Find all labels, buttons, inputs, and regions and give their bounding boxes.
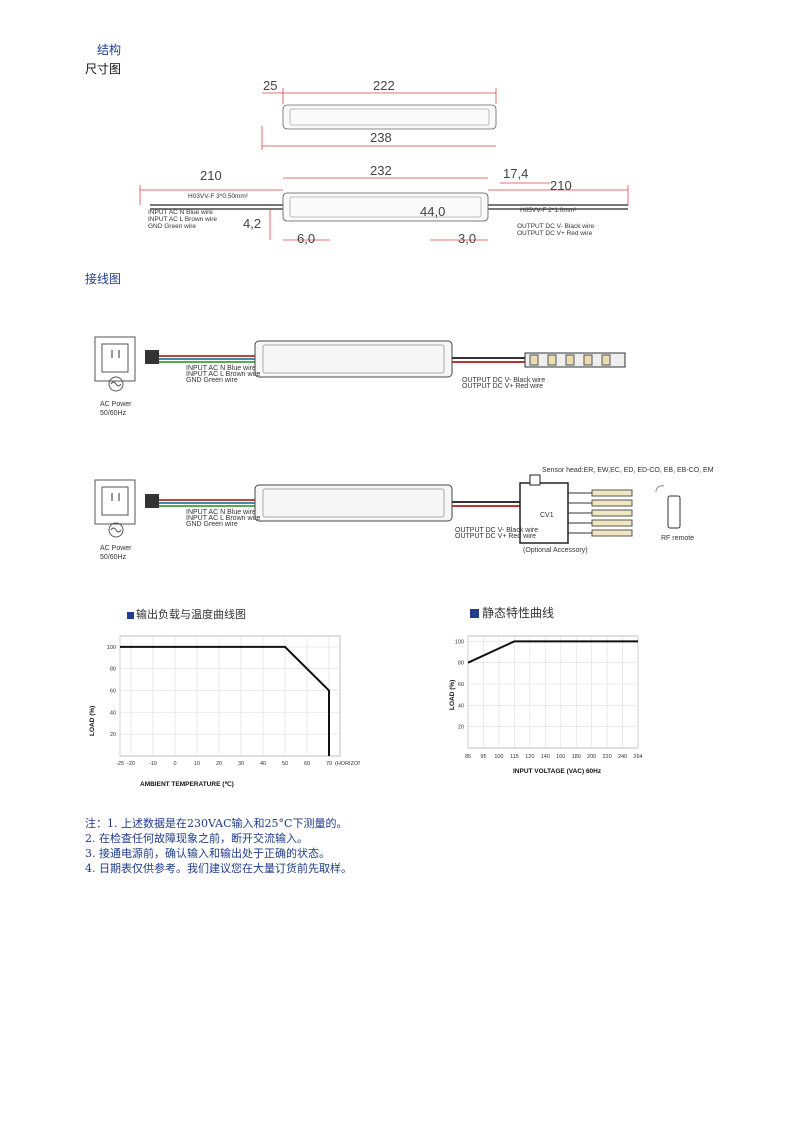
ac-symbol-icon-2 [108,522,124,538]
x-tick-label: 240 [618,754,627,760]
series-line [120,645,330,756]
y-axis-label: LOAD (%) [89,706,96,736]
derating-chart: 20 40 60 80 100 -25-20 -10 0 10 20 30 40 50 60 70(HORI… [89,635,360,788]
static-chart: 20 40 60 80 100 85 95 100 115 120 140 160 180 200 220 2… [449,635,643,775]
x-tick-label: 85 [465,754,471,760]
x-tick-label: 20 [216,761,222,767]
dim-output-line-1: OUTPUT DC V- Black wire [517,223,595,230]
w2-output-line-2: OUTPUT DC V+ Red wire [455,533,536,540]
ac-power-label-2: AC Power [100,545,132,552]
chart1-title: 输出负载与温度曲线图 [127,606,246,622]
note-2: 2. 在检查任何故障现象之前，断开交流输入。 [85,832,308,845]
dim-44: 44,0 [420,204,445,219]
x-tick-label: 115 [510,754,519,760]
plot-area [119,635,341,757]
dim-25: 25 [263,78,277,93]
ac-power-label-1: AC Power [100,401,132,408]
x-tick-label: 70 [326,761,332,767]
y-tick-label: 20 [458,725,464,731]
dim-input-cable: 210 [200,168,222,183]
w2-input-line-2: INPUT AC L Brown wire [186,515,260,522]
y-tick-label: 60 [110,689,116,695]
dim-3: 3,0 [458,231,476,246]
y-tick-label: 40 [110,710,116,716]
w1-input-line-2: INPUT AC L Brown wire [186,371,260,378]
y-tick-label: 100 [107,645,116,651]
y-tick-label: 80 [110,667,116,673]
x-tick-label: 100 [494,754,503,760]
note-4: 4. 日期表仅供参考。我们建议您在大量订货前先取样。 [85,862,352,875]
section-dimension: 尺寸图 [85,62,122,76]
y-tick-label: 100 [455,639,464,645]
dim-input-line-2: INPUT AC L Brown wire [148,216,217,223]
x-tick-label: 10 [194,761,200,767]
w1-input-line-3: GND Green wire [186,377,238,384]
dim-222: 222 [373,78,395,93]
y-tick-label: 40 [458,703,464,709]
wiring-diagram-1 [94,336,626,392]
x-tick-label: 40 [260,761,266,767]
chart2-title: 静态特性曲线 [470,604,554,621]
x-tick-label: -20 [127,761,135,767]
output-cable-type: H05VV-F 2*1.0mm² [520,207,577,214]
x-tick-label: -10 [149,761,157,767]
dim-output-cable: 210 [550,178,572,193]
x-axis-label: INPUT VOLTAGE (VAC) 60Hz [513,768,602,775]
x-tick-label: 180 [572,754,581,760]
w2-output-line-1: OUTPUT DC V- Black wire [455,527,538,534]
x-tick-label: 50 [282,761,288,767]
x-tick-label: 30 [238,761,244,767]
w2-input-line-3: GND Green wire [186,521,238,528]
controller-label: CV1 [540,512,554,519]
x-tick-label: 95 [480,754,486,760]
w2-input-line-1: INPUT AC N Blue wire [186,509,256,516]
dimension-drawing: 25 222 238 210 232 17,4 210 44,0 4,2 6,0… [139,78,629,246]
x-tick-label: 200 [587,754,596,760]
rf-remote-icon [667,495,681,529]
x-tick-label: 220 [602,754,611,760]
dim-output-line-2: OUTPUT DC V+ Red wire [517,230,593,237]
optional-accessory-label: (Optional Accessory) [523,547,588,554]
dim-4-2: 4,2 [243,216,261,231]
x-extra-label: (HORIZONTAL) [335,761,360,767]
w1-input-line-1: INPUT AC N Blue wire [186,365,256,372]
x-axis-label: AMBIENT TEMPERATURE (℃) [140,780,234,788]
dim-6: 6,0 [297,231,315,246]
ac-freq-label-1: 50/60Hz [100,410,127,417]
note-1: 注：1. 上述数据是在230VAC输入和25°C下测量的。 [85,817,348,830]
x-tick-label: 140 [541,754,550,760]
y-tick-label: 60 [458,682,464,688]
x-tick-label: 160 [556,754,565,760]
section-structure: 结构 [97,43,122,57]
x-tick-label: 120 [525,754,534,760]
dim-17-4: 17,4 [503,166,528,181]
series-line [467,640,638,664]
x-tick-label: 60 [304,761,310,767]
notes: 注：1. 上述数据是在230VAC输入和25°C下测量的。 2. 在检查任何故障… [85,816,352,876]
input-cable-type: H03VV-F 3*0.50mm² [188,193,249,200]
y-tick-label: 20 [110,732,116,738]
ac-symbol-icon [108,376,124,392]
w1-output-line-1: OUTPUT DC V- Black wire [462,377,545,384]
x-tick-label: -25 [116,761,124,767]
note-3: 3. 接通电源前，确认输入和输出处于正确的状态。 [85,847,330,860]
y-tick-label: 80 [458,661,464,667]
dim-input-line-1: INPUT AC N Blue wire [148,209,213,216]
y-axis-label: LOAD (%) [449,680,456,710]
x-tick-label: 0 [173,761,176,767]
w1-output-line-2: OUTPUT DC V+ Red wire [462,383,543,390]
wiring-diagram: AC Power 50/60Hz INPUT AC N Blue wire IN… [94,336,714,561]
dim-238: 238 [370,130,392,145]
plot-area [467,635,639,749]
dim-232: 232 [370,163,392,178]
wiring-diagram-2 [94,474,681,544]
section-wiring: 接线图 [85,272,122,286]
rf-remote-label: RF remote [661,535,694,542]
x-tick-label: 264 [633,754,642,760]
sensor-head-label: Sensor head:ER, EW,EC, ED, ED-CO, EB, EB… [542,467,714,474]
ac-freq-label-2: 50/60Hz [100,554,127,561]
dim-input-line-3: GND Green wire [148,223,196,230]
